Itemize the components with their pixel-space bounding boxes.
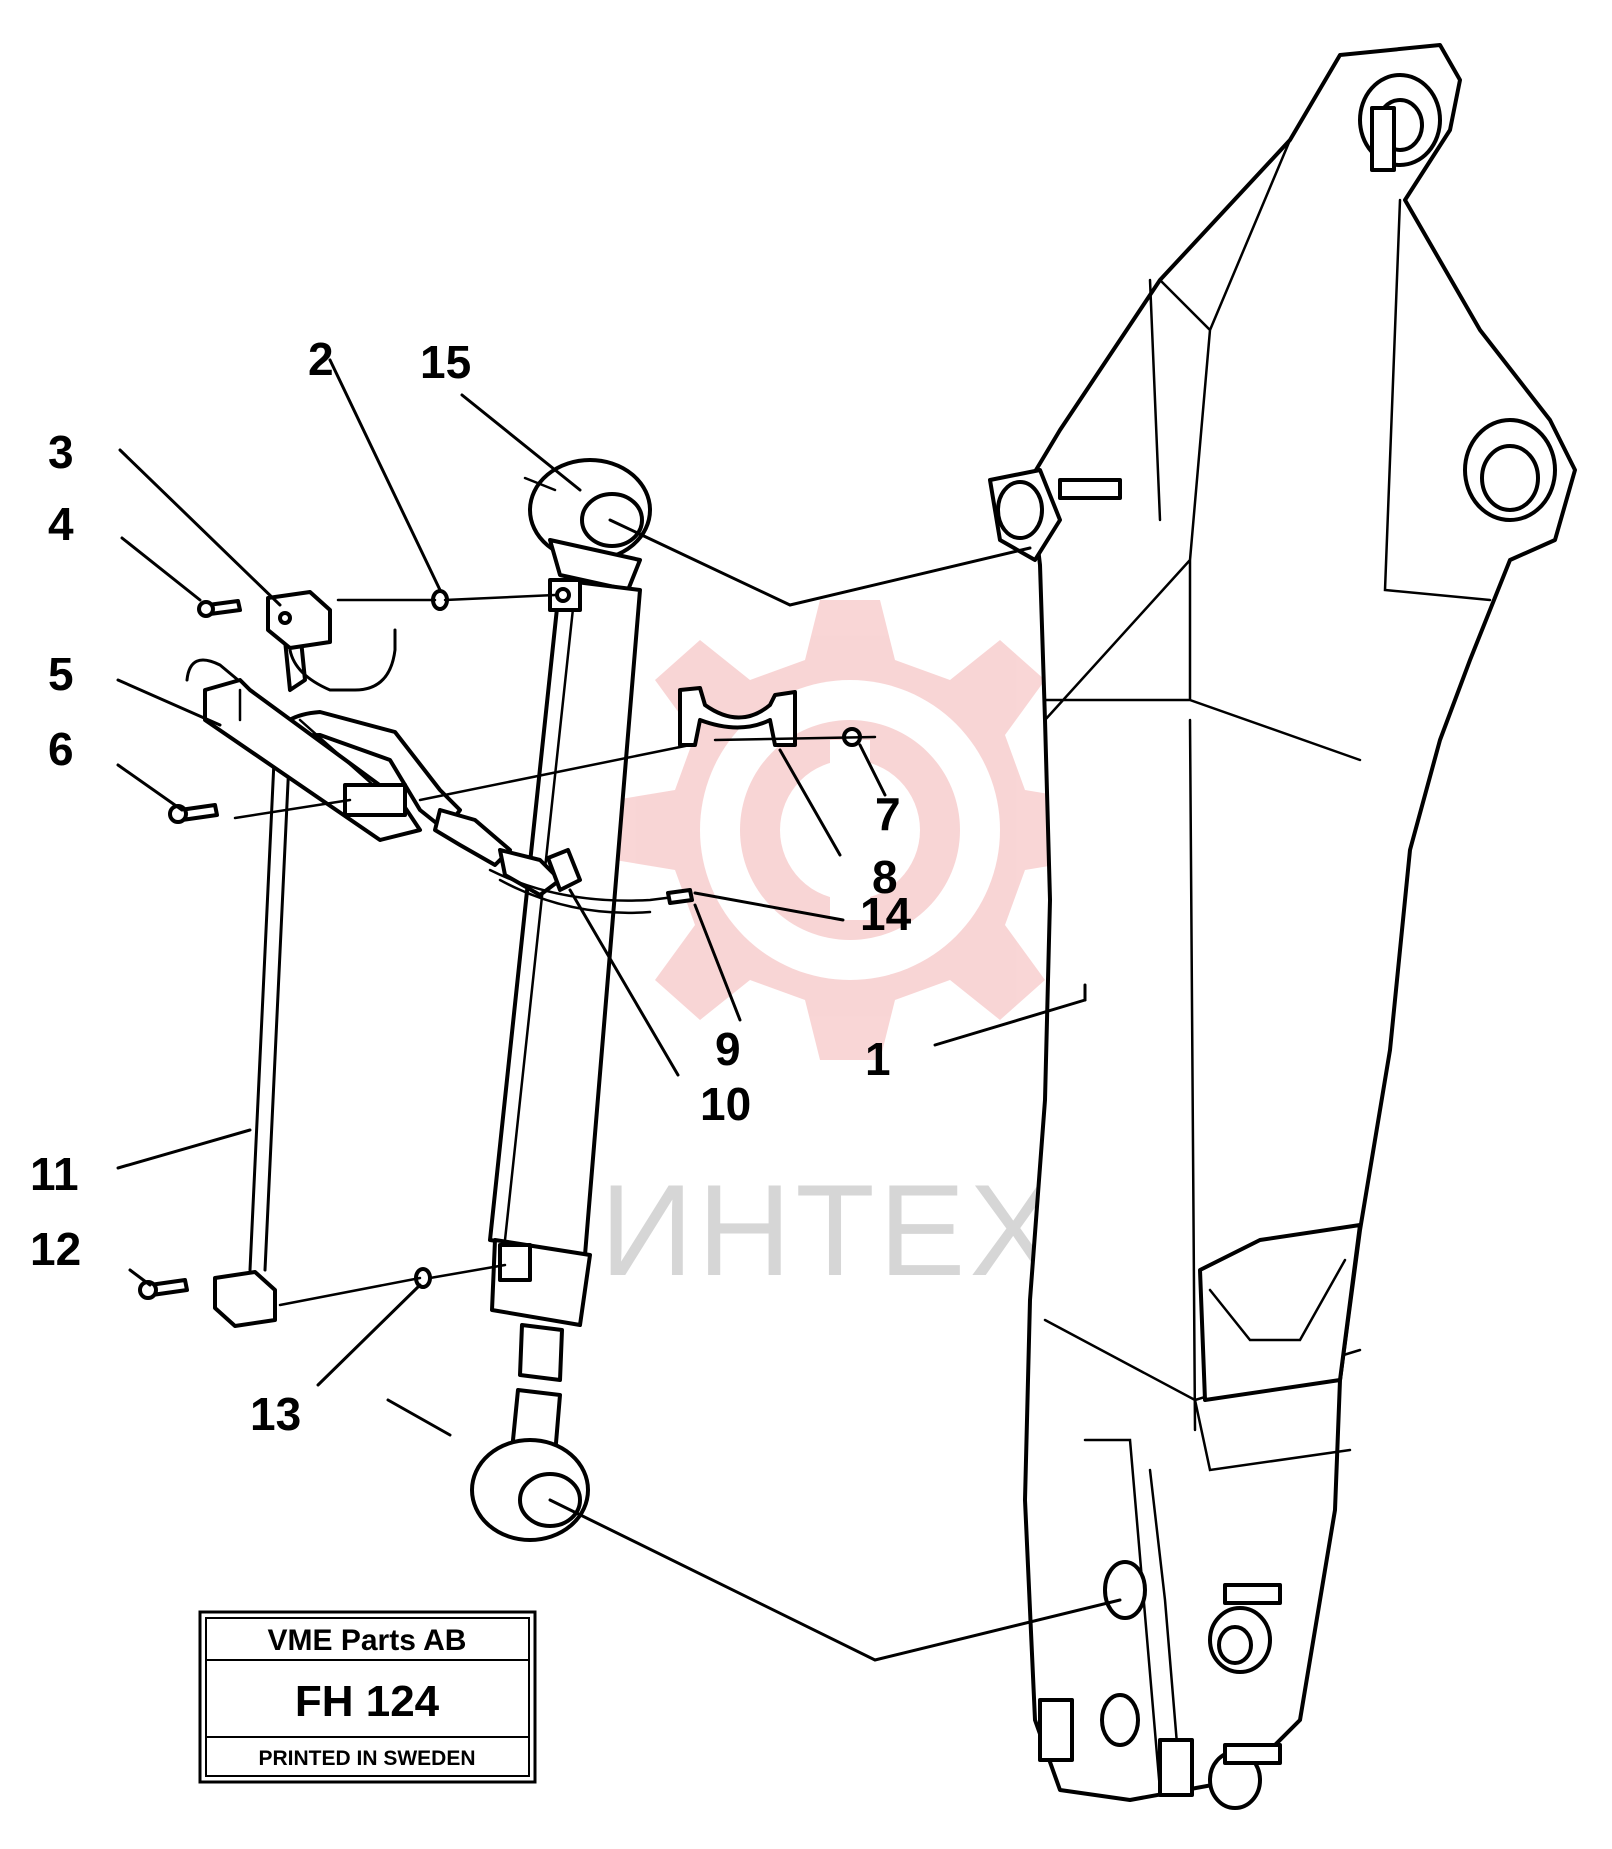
callout-3: 3: [48, 426, 74, 478]
callout-labels: 1 2 3 4 5 6 7 8 9 10 11 12 13 14 15: [30, 333, 912, 1440]
hydraulic-cylinder: [470, 458, 652, 1542]
callout-8: 8: [872, 851, 898, 903]
watermark-text: ИНТЕХ: [600, 1157, 1060, 1303]
callout-9: 9: [715, 1023, 741, 1075]
callout-10: 10: [700, 1078, 751, 1130]
callout-15: 15: [420, 336, 471, 388]
callout-4: 4: [48, 498, 74, 550]
callout-11: 11: [30, 1148, 79, 1200]
callout-12: 12: [30, 1223, 81, 1275]
callout-7: 7: [875, 788, 901, 840]
callout-5: 5: [48, 648, 74, 700]
stamp-note: PRINTED IN SWEDEN: [258, 1747, 475, 1770]
callout-6: 6: [48, 723, 74, 775]
stamp-code: FH 124: [295, 1677, 440, 1726]
leader-lines: [116, 358, 1122, 1662]
callout-14: 14: [860, 888, 912, 940]
intex-watermark: ИНТЕХ: [600, 600, 1085, 1303]
callout-2: 2: [308, 333, 334, 385]
gear-logo-icon: [615, 600, 1085, 1060]
boom-arm: [988, 43, 1577, 1810]
stamp-company: VME Parts AB: [268, 1624, 467, 1657]
callout-1: 1: [865, 1033, 891, 1085]
callout-13: 13: [250, 1388, 301, 1440]
title-stamp: VME Parts AB FH 124 PRINTED IN SWEDEN: [198, 1610, 537, 1784]
